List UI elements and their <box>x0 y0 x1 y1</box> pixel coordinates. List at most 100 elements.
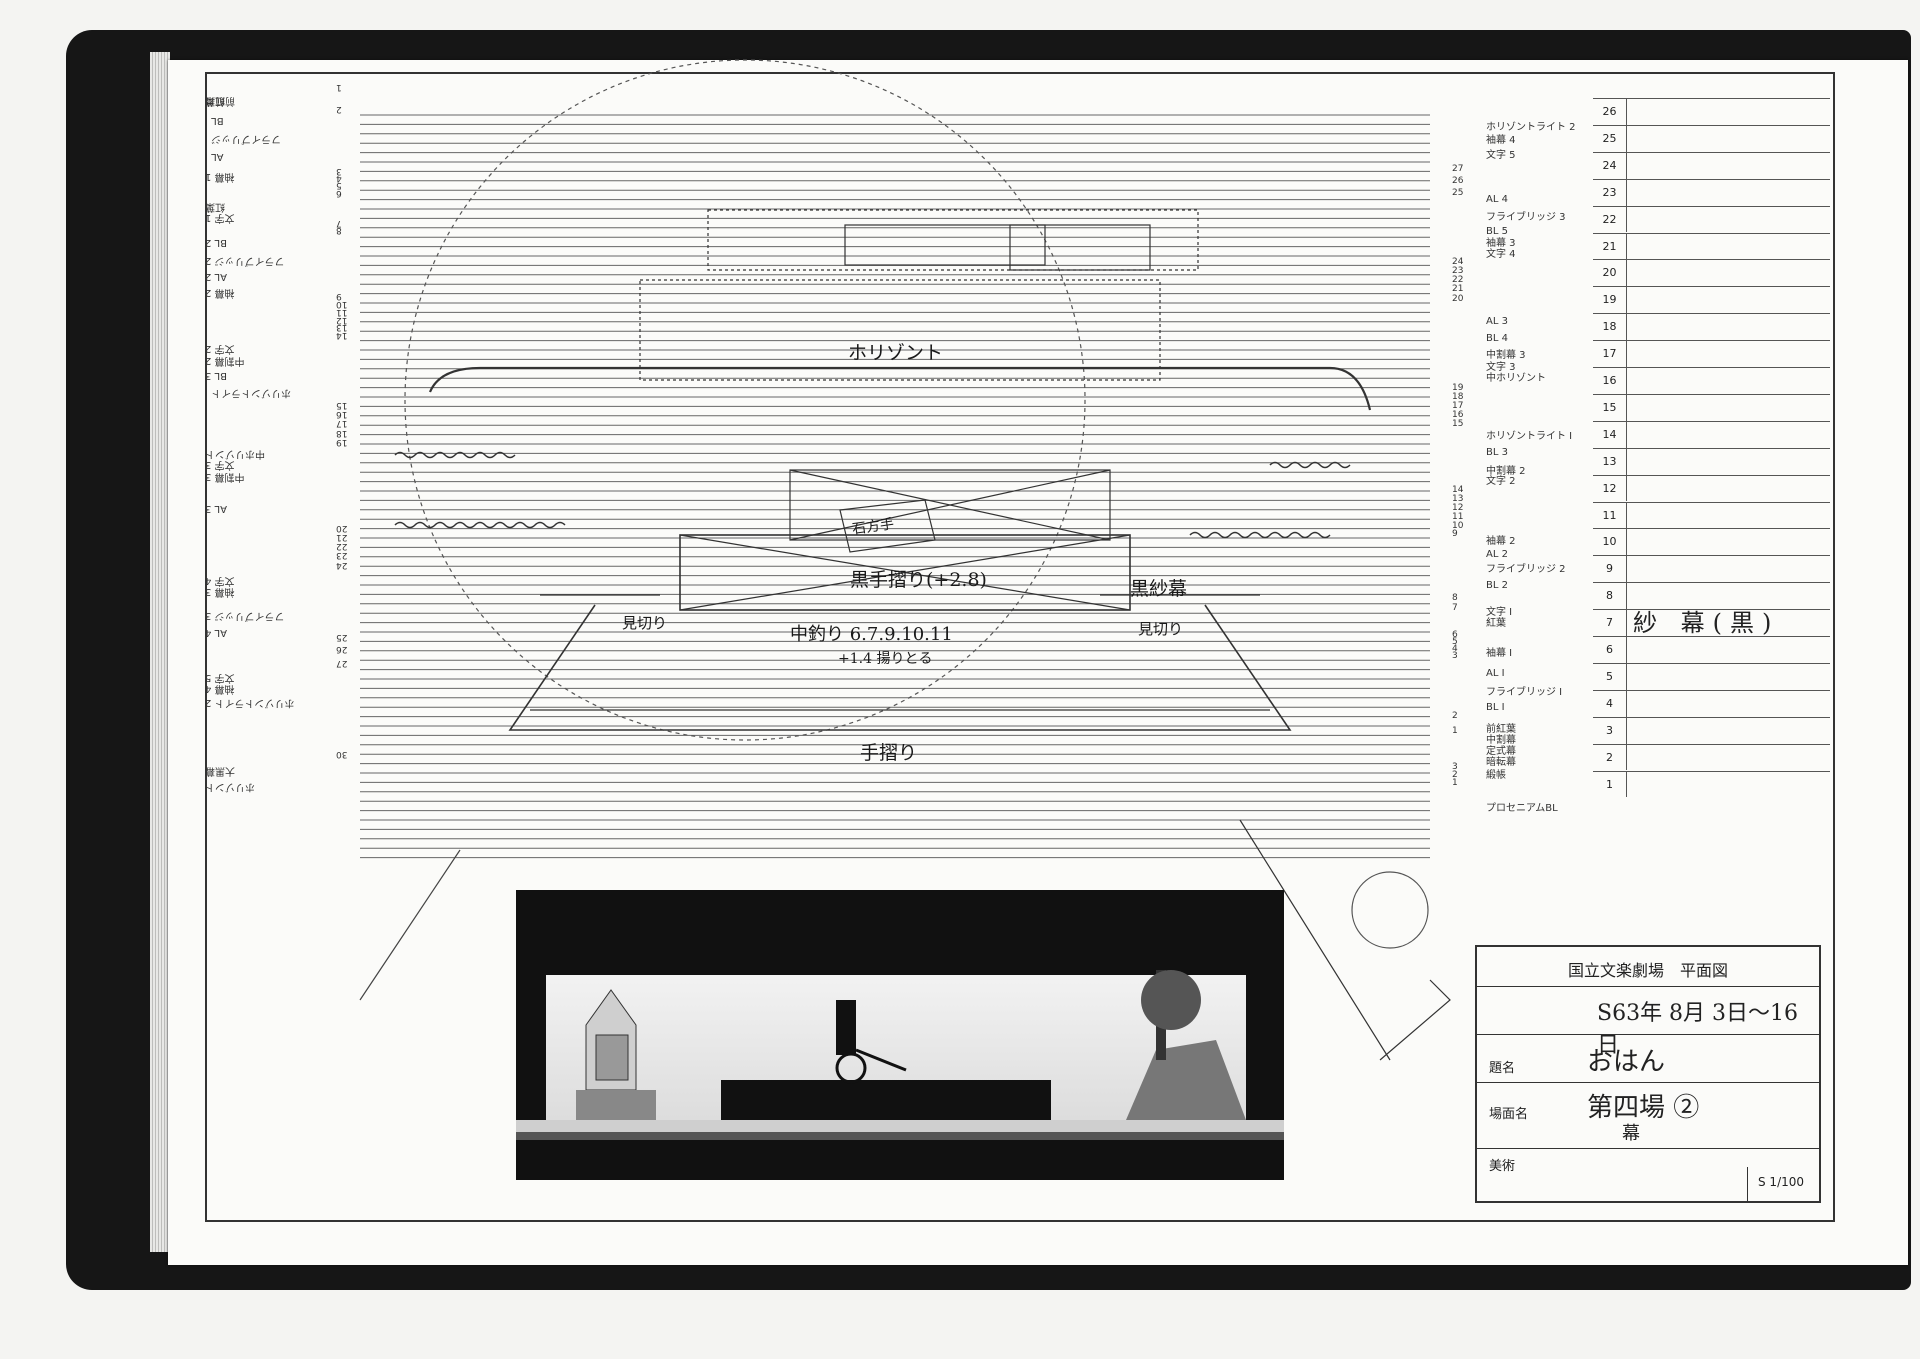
grid-row-number: 20 <box>1593 260 1627 287</box>
grid-row: 18 <box>1593 313 1830 341</box>
right-batten-number: 26 <box>1452 176 1464 186</box>
art-label: 美術 <box>1489 1159 1516 1174</box>
grid-row-number: 1 <box>1593 771 1627 798</box>
right-batten-label: 文字 4 <box>1486 249 1516 260</box>
left-batten-number: 19 <box>336 437 348 447</box>
right-batten-label: 定式幕 <box>1486 746 1516 757</box>
note-nakatsuri-sub: +1.4 揚りとる <box>838 651 933 667</box>
right-batten-number: 2 <box>1452 711 1458 721</box>
grid-row-number: 5 <box>1593 663 1627 690</box>
right-batten-label: BL I <box>1486 702 1505 713</box>
grid-row-number: 14 <box>1593 421 1627 448</box>
raised-platform <box>789 469 1111 541</box>
note-horizont: ホリゾント <box>848 342 944 364</box>
grid-row: 22 <box>1593 205 1830 233</box>
grid-row-number: 26 <box>1593 99 1627 125</box>
grid-row: 16 <box>1593 367 1830 394</box>
note-nakatsuri: 中釣り 6.7.9.10.11 <box>790 624 953 645</box>
left-batten-label: 袖幕 4 <box>205 683 235 694</box>
right-batten-label: 中割幕 2 <box>1486 466 1526 477</box>
grid-row-number: 21 <box>1593 233 1627 260</box>
left-batten-number: 25 <box>336 632 348 642</box>
right-batten-label: 袖幕 2 <box>1486 536 1516 547</box>
main-platform <box>679 534 1131 611</box>
right-batten-label: 袖幕 4 <box>1486 135 1516 146</box>
right-batten-number: 22 <box>1452 275 1464 285</box>
grid-row: 24 <box>1593 151 1830 179</box>
left-batten-label: フライブリッジ 3 <box>205 610 285 621</box>
right-batten-label: フライブリッジ I <box>1486 687 1563 698</box>
performance-dates: S63年 8月 3日〜16日 <box>1597 1001 1799 1058</box>
right-batten-number: 3 <box>1452 762 1458 772</box>
right-batten-label: フライブリッジ 3 <box>1486 212 1566 223</box>
left-batten-number: 24 <box>336 560 348 570</box>
scene-sub: 幕 <box>1622 1123 1640 1144</box>
title-label: 題名 <box>1489 1061 1516 1076</box>
left-batten-label: AL 4 <box>205 627 227 638</box>
grid-row: 1 <box>1593 770 1830 798</box>
left-batten-label: フライブリッジ I <box>205 133 282 144</box>
right-batten-number: 11 <box>1452 512 1464 522</box>
grid-row-number: 25 <box>1593 125 1627 152</box>
left-batten-number: 23 <box>336 550 348 560</box>
right-batten-number: 13 <box>1452 494 1464 504</box>
stage-photo <box>516 890 1284 1180</box>
left-batten-label: BL 2 <box>205 237 227 248</box>
left-batten-number: 2 <box>336 104 342 114</box>
right-batten-number: 20 <box>1452 294 1464 304</box>
grid-row-number: 24 <box>1593 152 1627 179</box>
grid-row: 17 <box>1593 340 1830 367</box>
stage-photo-shapes <box>516 970 1284 1140</box>
left-batten-number: 14 <box>336 330 348 340</box>
revolving-stage-circle <box>404 59 1086 741</box>
right-batten-number: 21 <box>1452 284 1464 294</box>
left-batten-label: ホリゾントライト 2 <box>205 697 295 708</box>
right-batten-label: 中割幕 <box>1486 735 1516 746</box>
right-batten-number: 1 <box>1452 778 1458 788</box>
right-batten-number: 7 <box>1452 603 1458 613</box>
grid-row-number: 2 <box>1593 744 1627 771</box>
right-batten-number: 19 <box>1452 383 1464 393</box>
right-batten-label: ホリゾントライト I <box>1486 431 1573 442</box>
right-batten-label: 文字 2 <box>1486 476 1516 487</box>
grid-row-number: 17 <box>1593 341 1627 367</box>
grid-row: 20 <box>1593 259 1830 287</box>
left-batten-number: 27 <box>336 658 348 668</box>
grid-row: 4 <box>1593 689 1830 717</box>
left-batten-label: 中割幕 2 <box>205 355 245 366</box>
page-stack <box>150 52 170 1252</box>
note-mikiri-left: 見切り <box>622 614 668 632</box>
right-batten-number: 18 <box>1452 392 1464 402</box>
right-batten-label: BL 4 <box>1486 333 1508 344</box>
left-batten-label: 中割幕 3 <box>205 471 245 482</box>
right-batten-number: 3 <box>1452 651 1458 661</box>
grid-row: 8 <box>1593 582 1830 610</box>
title-block: 国立文楽劇場 平面図 S63年 8月 3日〜16日 題名 おはん 場面名 第四場… <box>1475 945 1821 1203</box>
grid-row: 6 <box>1593 636 1830 663</box>
right-batten-number: 5 <box>1452 637 1458 647</box>
grid-row-number: 8 <box>1593 583 1627 610</box>
grid-row: 2 <box>1593 743 1830 771</box>
title-value: おはん <box>1587 1047 1666 1077</box>
left-batten-label: ホリゾントライト I <box>205 387 292 398</box>
left-batten-label: AL 2 <box>205 271 227 282</box>
grid-row-number: 11 <box>1593 502 1627 529</box>
grid-row-number: 6 <box>1593 637 1627 663</box>
left-batten-label: 文字 2 <box>205 343 235 354</box>
left-batten-label: ホリゾント <box>205 781 255 792</box>
left-batten-number: 1 <box>336 82 342 92</box>
left-batten-label: 前紅葉 <box>205 95 235 106</box>
grid-row-number: 4 <box>1593 690 1627 717</box>
title-block-heading: 国立文楽劇場 平面図 <box>1567 961 1728 980</box>
grid-row-number: 9 <box>1593 556 1627 583</box>
grid-row-number: 16 <box>1593 368 1627 394</box>
grid-row: 19 <box>1593 286 1830 314</box>
grid-note: 紗 幕(黒) <box>1633 609 1780 638</box>
right-batten-number: 23 <box>1452 266 1464 276</box>
grid-row-number: 3 <box>1593 717 1627 744</box>
left-batten-label: 文字 3 <box>205 459 235 470</box>
right-batten-number: 25 <box>1452 188 1464 198</box>
drawing-frame <box>205 72 1835 1222</box>
right-batten-number: 1 <box>1452 726 1458 736</box>
note-kuro-te-suri: 黒手摺り(+2.8) <box>850 569 987 591</box>
